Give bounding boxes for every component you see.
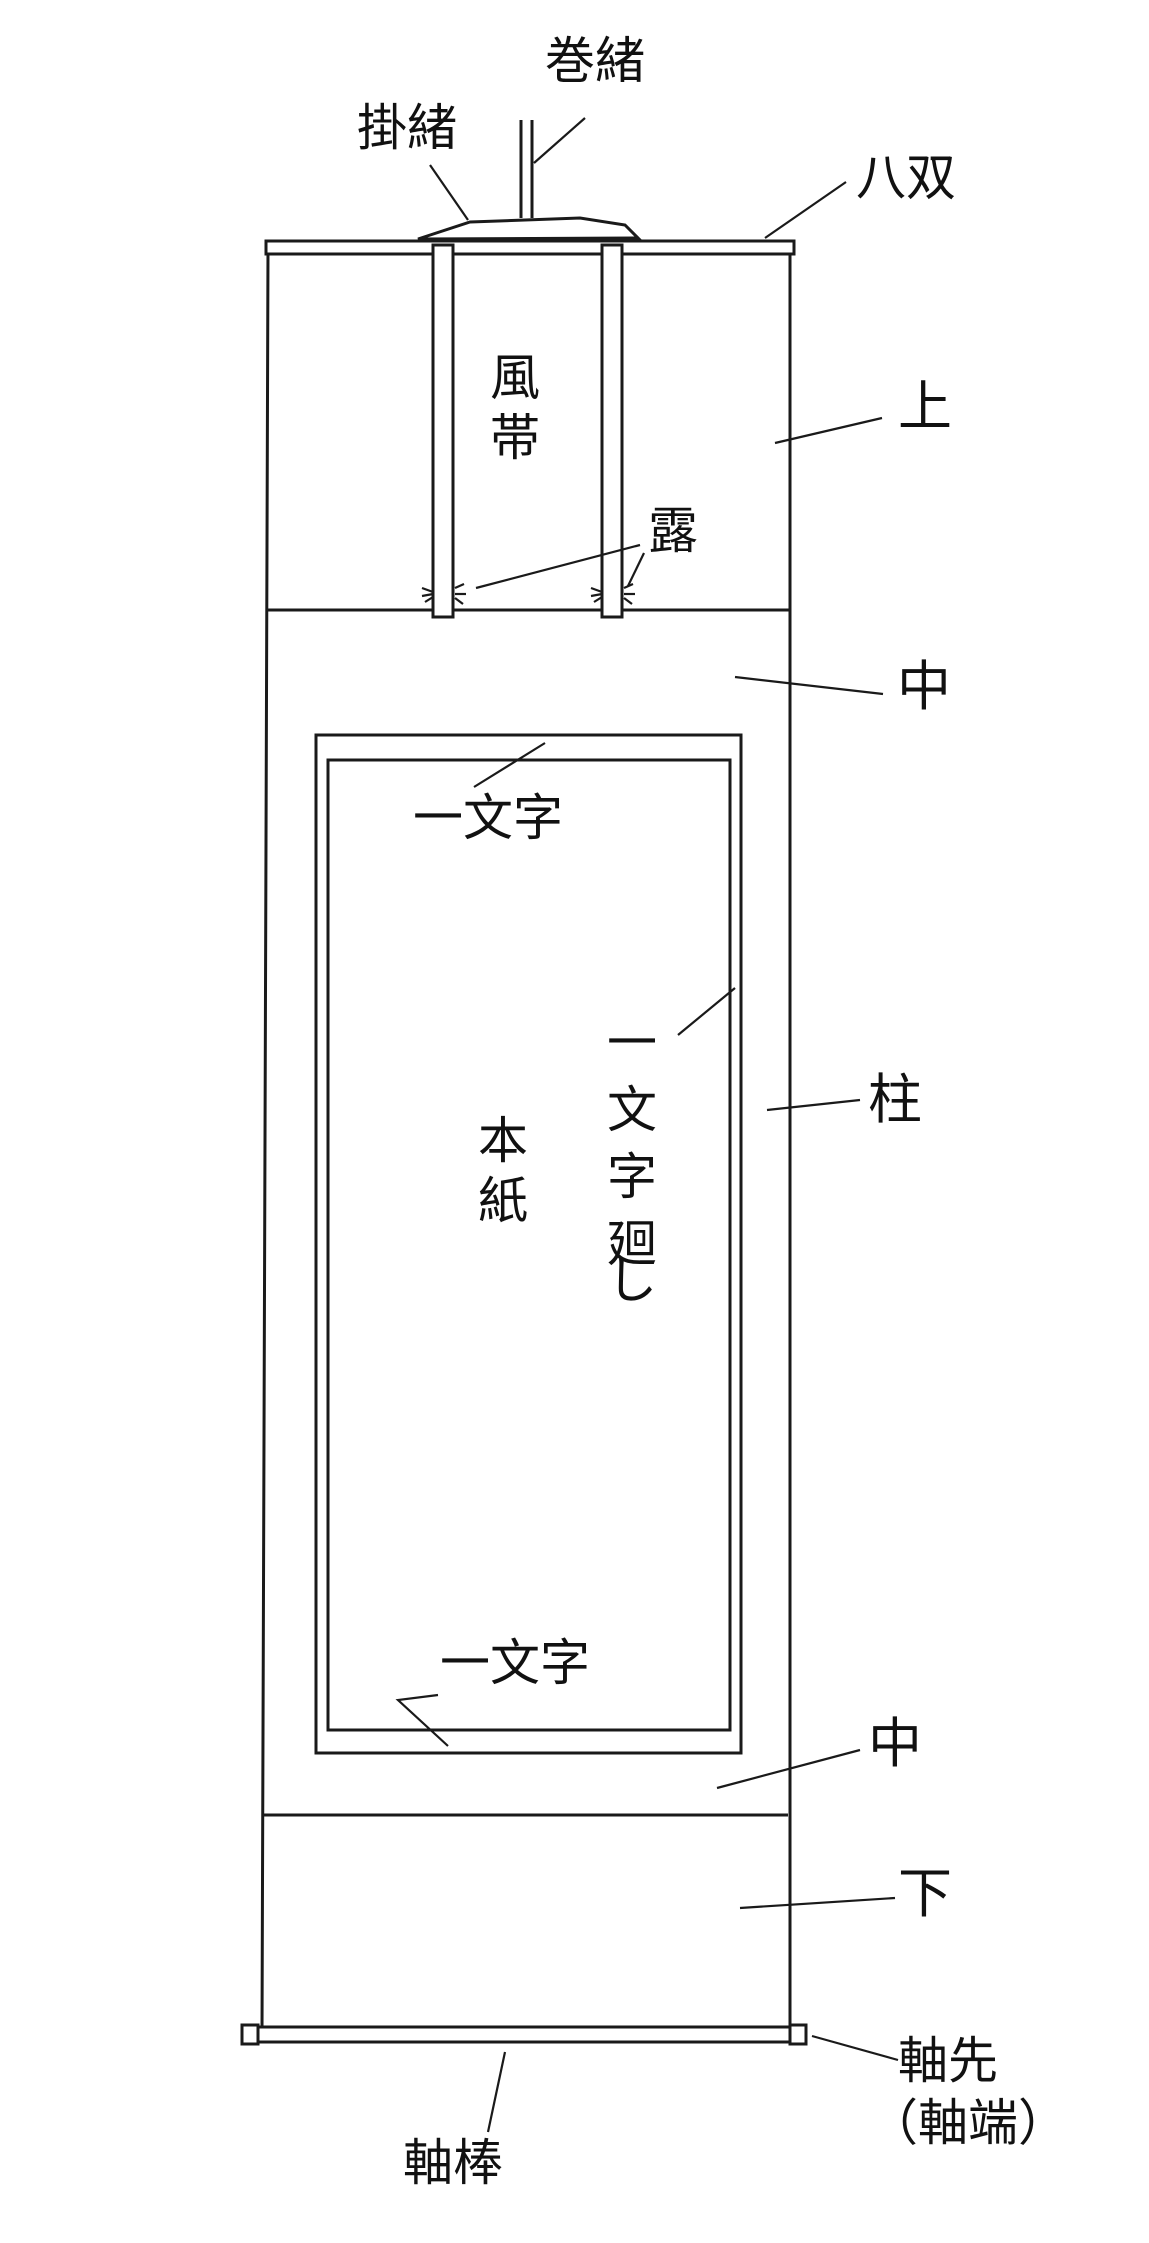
fuutai-strip-right: [600, 243, 624, 619]
label-ichimonji-mawashi-2: 文: [607, 1081, 657, 1139]
leader-ichimonji-bottom: [395, 1693, 449, 1747]
hassou-rod: [264, 239, 796, 256]
leader-tsuyu-right: [627, 552, 645, 587]
label-ichimonji-mawashi-1: 一: [607, 1014, 657, 1072]
label-makio: 巻緒: [545, 32, 645, 90]
label-kakeo: 掛緒: [357, 99, 457, 157]
label-naka-top: 中: [897, 655, 951, 718]
tsuyu-tassel-right: [590, 582, 635, 605]
leader-lines: [395, 117, 899, 2133]
leader-tsuyu-left: [475, 543, 641, 590]
label-ichimonji-mawashi-3: 字: [607, 1148, 657, 1206]
leader-ue: [774, 416, 883, 445]
label-ichimonji-mawashi-5: し: [607, 1252, 657, 1310]
fuutai-strip-left: [431, 243, 455, 619]
labels: 巻緒 掛緒 八双 風 帯 上 露 中 一文字 一 文 字 廻 し 柱 本 紙 一…: [357, 32, 1068, 2192]
label-tsuyu: 露: [648, 502, 698, 560]
label-jikutan: （軸端）: [868, 2094, 1068, 2152]
leader-ichimonji-mawashi: [677, 987, 736, 1036]
label-hassou: 八双: [856, 149, 956, 207]
leader-jikusaki: [811, 2034, 899, 2062]
leader-hashira: [766, 1098, 861, 1112]
label-ue: 上: [898, 375, 952, 438]
jikusaki-end-right: [788, 2023, 808, 2046]
leader-naka-top: [734, 675, 884, 696]
leader-shita: [739, 1896, 896, 1910]
label-jikubou: 軸棒: [403, 2134, 503, 2192]
jikubou-bar: [240, 2025, 806, 2044]
label-naka-bottom: 中: [868, 1712, 922, 1775]
hassou-bar: [264, 239, 796, 256]
jikusaki-end-left: [240, 2023, 260, 2046]
leader-kakeo: [429, 164, 469, 221]
label-ichimonji-bottom: 一文字: [440, 1634, 590, 1692]
label-hashira: 柱: [868, 1068, 922, 1131]
ichimonji-mawashi-frame: [314, 733, 743, 1755]
label-ichimonji-mawashi-4: 廻: [607, 1215, 657, 1273]
tsuyu-tassel-left: [421, 582, 466, 605]
kakeo-hanger: [417, 216, 642, 241]
label-jikusaki: 軸先: [898, 2032, 998, 2090]
leader-ichimonji-top: [473, 742, 546, 788]
label-fuutai-1: 風: [490, 349, 540, 407]
leader-naka-bottom: [716, 1748, 861, 1790]
jikubou-rod: [240, 2023, 808, 2046]
leader-jikubou: [486, 2051, 507, 2133]
fuutai-strips: [421, 243, 635, 619]
label-honshi-1: 本: [478, 1112, 528, 1170]
label-honshi-2: 紙: [478, 1172, 528, 1230]
label-fuutai-2: 帯: [490, 409, 540, 467]
hanger: [417, 120, 642, 241]
honshi-frame: [326, 758, 732, 1732]
leader-hassou: [764, 181, 847, 239]
label-ichimonji-top: 一文字: [413, 789, 563, 847]
label-shita: 下: [898, 1862, 952, 1925]
leader-makio: [533, 117, 586, 164]
